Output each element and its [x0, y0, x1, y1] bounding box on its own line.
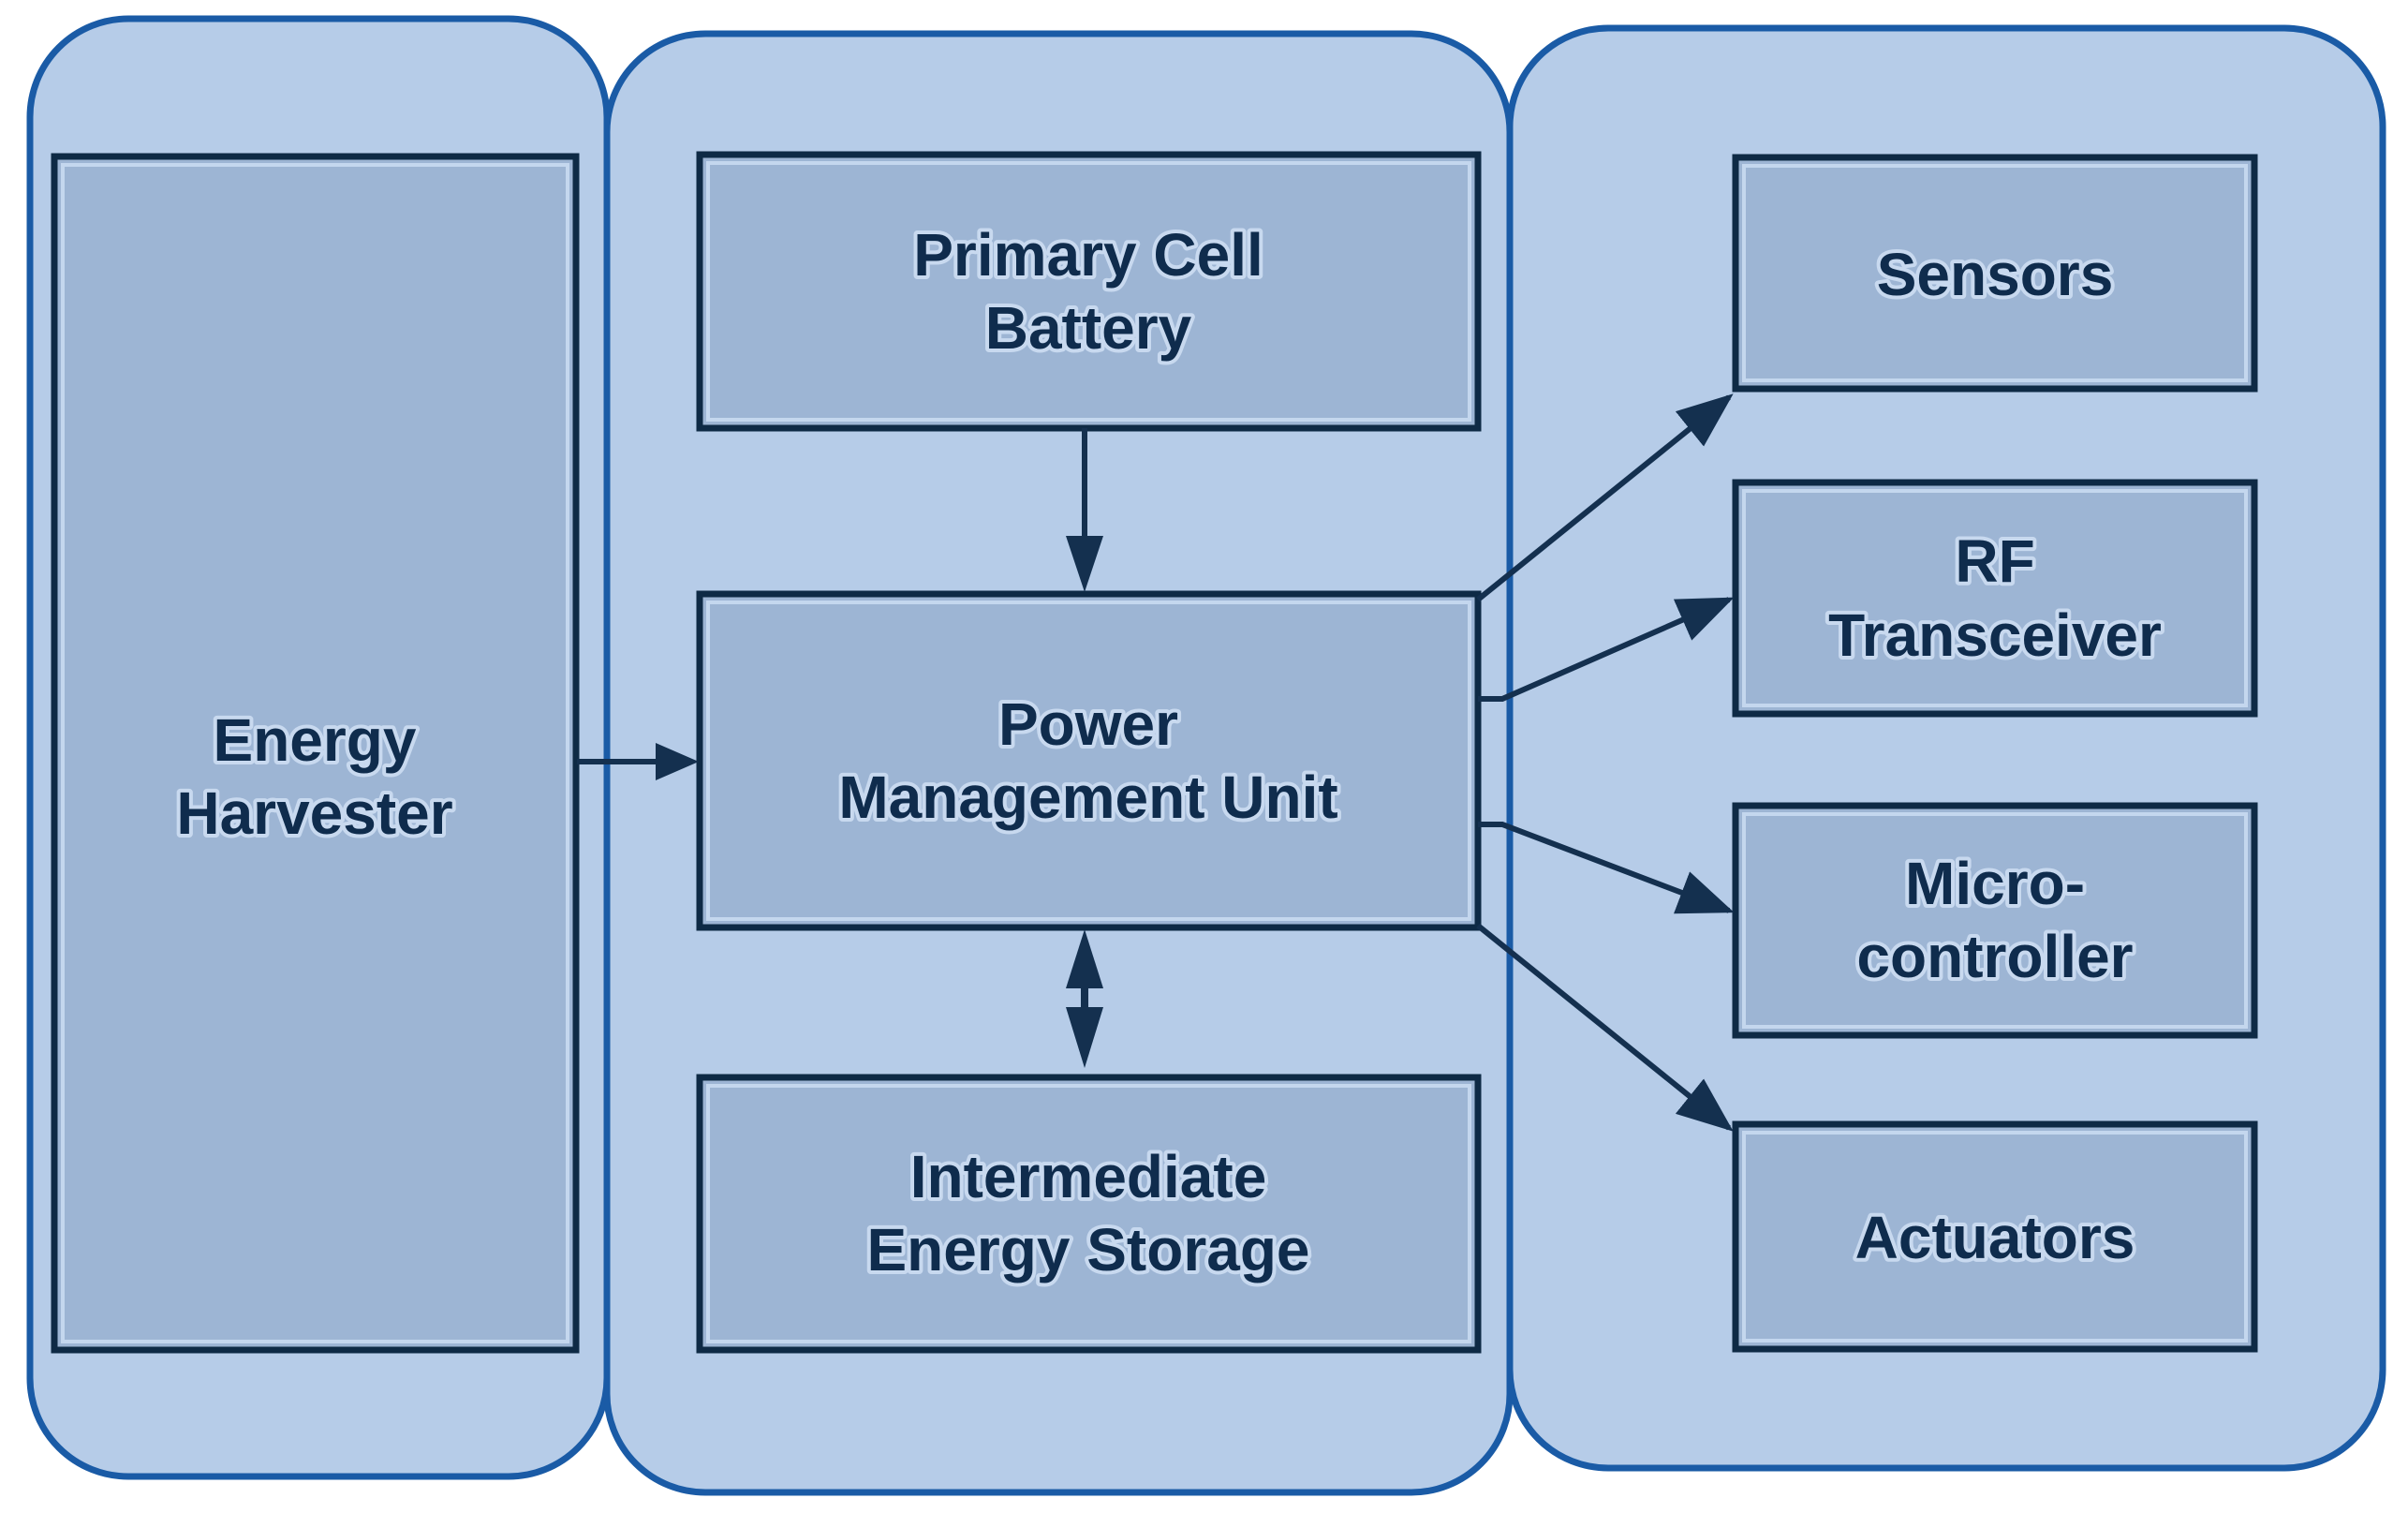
intermediate-energy-storage-node: Intermediate Energy Storage [696, 1074, 1482, 1354]
sensors-box [1732, 154, 2258, 393]
primary-cell-battery-node: Primary Cell Battery [696, 151, 1482, 432]
intermediate-energy-storage-box [696, 1074, 1482, 1354]
energy-harvester-box-highlight [61, 163, 569, 1343]
microcontroller-box [1732, 802, 2258, 1039]
arrow-pmu-storage-bidirectional [1066, 929, 1103, 1068]
rf-transceiver-label-line2: Transceiver [1828, 601, 2162, 669]
power-management-unit-label-line1: Power [998, 690, 1178, 758]
arrow-pmu-to-rf-transceiver [1478, 597, 1735, 702]
actuators-box [1732, 1120, 2258, 1353]
primary-cell-battery-box [696, 151, 1482, 432]
microcontroller-node: Micro- controller [1732, 802, 2258, 1039]
rf-transceiver-node: RF Transceiver [1732, 479, 2258, 718]
rf-transceiver-box-highlight [1742, 489, 2248, 707]
microcontroller-label-line1: Micro- [1905, 850, 2085, 917]
actuators-label-line1: Actuators [1855, 1204, 2135, 1271]
primary-cell-battery-label-line2: Battery [985, 294, 1192, 362]
power-management-unit-box [696, 590, 1482, 931]
primary-cell-battery-box-highlight [706, 161, 1471, 422]
energy-harvester-box [51, 153, 580, 1354]
intermediate-energy-storage-label-line1: Intermediate [910, 1143, 1267, 1210]
arrow-harvester-to-pmu [577, 743, 699, 780]
energy-harvester-label-line1: Energy [214, 706, 417, 774]
arrow-harvester-to-pmu-head [656, 743, 699, 780]
arrow-pmu-storage-up-head [1066, 929, 1103, 988]
microcontroller-label-line2: controller [1856, 923, 2133, 990]
energy-harvester-label-line2: Harvester [176, 779, 452, 847]
power-management-unit-node: Power Management Unit [696, 590, 1482, 931]
intermediate-energy-storage-box-highlight [706, 1084, 1471, 1343]
primary-cell-battery-label-line1: Primary Cell [913, 221, 1263, 289]
arrow-pmu-storage-down-head [1066, 1007, 1103, 1068]
arrow-battery-to-pmu [1066, 428, 1103, 592]
sensors-label-line1: Sensors [1877, 241, 2114, 308]
intermediate-energy-storage-label-line2: Energy Storage [866, 1216, 1309, 1283]
microcontroller-box-highlight [1742, 812, 2248, 1029]
rf-transceiver-box [1732, 479, 2258, 718]
arrow-battery-to-pmu-head [1066, 536, 1103, 592]
arrow-pmu-to-sensors [1476, 393, 1734, 602]
power-management-unit-box-highlight [706, 601, 1471, 921]
actuators-node: Actuators [1732, 1120, 2258, 1353]
sensors-box-highlight [1742, 164, 2248, 382]
sensors-node: Sensors [1732, 154, 2258, 393]
rf-transceiver-label-line1: RF [1955, 527, 2034, 595]
energy-harvester-node: Energy Harvester [51, 153, 580, 1354]
arrow-pmu-to-actuators [1476, 923, 1734, 1132]
power-management-unit-label-line2: Management Unit [838, 764, 1337, 831]
arrow-pmu-to-microcontroller [1478, 822, 1735, 914]
actuators-box-highlight [1742, 1131, 2248, 1342]
